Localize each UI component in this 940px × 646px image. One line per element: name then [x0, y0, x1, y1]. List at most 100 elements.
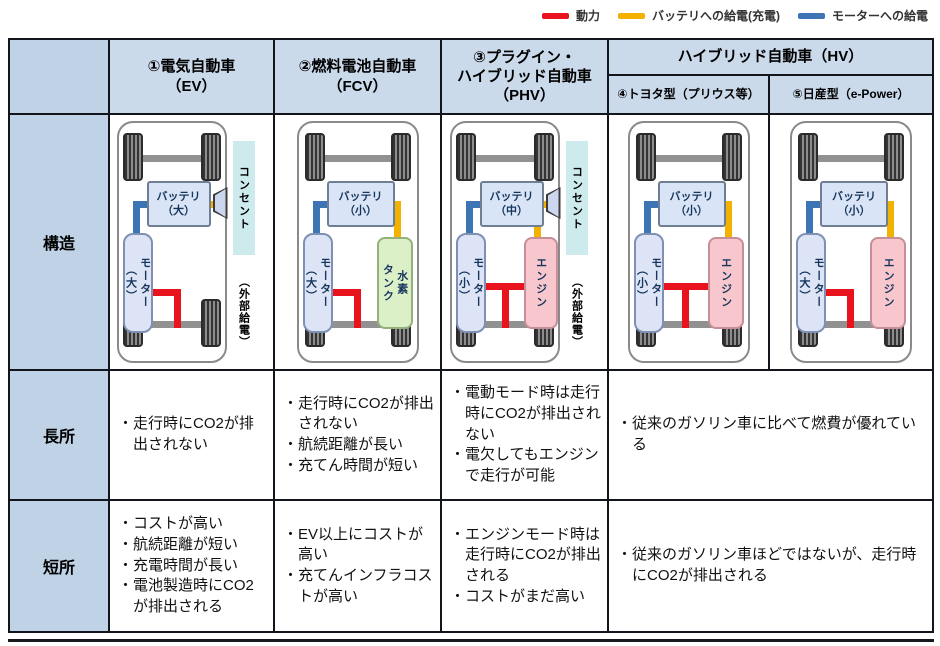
supply-line-blue — [132, 201, 140, 237]
supply-line-blue — [643, 201, 660, 208]
cons-cell-ev: ・コストが高い・航続距離が短い・充電時間が長い・電池製造時にCO2が排出される — [110, 501, 275, 631]
power-line-red — [501, 283, 509, 328]
outlet-plug-icon — [545, 187, 561, 219]
charge-line-yellow — [887, 201, 894, 239]
engine-box: エンジン — [707, 237, 744, 329]
bullet-item: ・従来のガソリン車に比べて燃費が優れている — [617, 415, 916, 453]
slide-footer-rule — [8, 639, 934, 642]
bullet-item: ・航続距離が長い — [283, 436, 404, 453]
supply-line-blue — [312, 201, 329, 208]
legend-swatch-icon — [617, 12, 645, 19]
front-axle — [132, 155, 211, 162]
legend-swatch-icon — [541, 12, 569, 19]
vehicle-diagram: バッテリ （小）モーター （小）エンジン — [610, 117, 768, 367]
battery-box: バッテリ （大） — [146, 181, 211, 227]
rear-axle — [132, 321, 211, 328]
bullet-item: ・充電時間が長い — [118, 556, 239, 574]
cons-cell-phv: ・エンジンモード時は走行時にCO2が排出される・コストがまだ高い — [442, 501, 609, 631]
tire-icon — [122, 133, 143, 181]
power-line-red — [847, 289, 854, 328]
supply-line-blue — [312, 201, 320, 237]
legend-item: バッテリへの給電(充電) — [617, 7, 780, 24]
cons-cell-fcv: ・EV以上にコストが高い・充てんインフラコストが高い — [275, 501, 442, 631]
pros-cell-hv: ・従来のガソリン車に比べて燃費が優れている — [609, 371, 932, 501]
power-line-red — [826, 289, 854, 296]
col-header-phv: ③プラグイン・ ハイブリッド自動車 （PHV） — [442, 40, 609, 115]
supply-line-blue — [643, 201, 651, 237]
charge-line-yellow — [393, 201, 401, 239]
front-axle — [808, 155, 894, 162]
structure-cell-fcv: バッテリ （小） モーター （大） 水素 タンク — [275, 115, 442, 371]
row-header-structure: 構造 — [10, 115, 110, 371]
external-supply-label: （外部給電） — [237, 276, 250, 348]
battery-box: バッテリ （小） — [820, 181, 888, 227]
pros-cell-phv: ・電動モード時は走行時にCO2が排出されない・電欠してもエンジンで走行が可能 — [442, 371, 609, 501]
legend-label: バッテリへの給電(充電) — [651, 9, 780, 23]
structure-cell-toyota: バッテリ （小）モーター （小）エンジン — [609, 115, 770, 371]
motor-box: モーター （大） — [796, 233, 826, 333]
col-header-hv: ハイブリッド自動車（HV） — [609, 40, 932, 76]
pros-cell-fcv: ・走行時にCO2が排出されない・航続距離が長い・充てん時間が短い — [275, 371, 442, 501]
front-axle — [645, 155, 732, 162]
cons-cell-hv: ・従来のガソリン車ほどではないが、走行時にCO2が排出される — [609, 501, 932, 631]
structure-cell-nissan: バッテリ （小） モーター （大） エンジン — [770, 115, 932, 371]
bullet-item: ・電動モード時は走行時にCO2が排出されない — [450, 384, 601, 443]
bullet-item: ・コストがまだ高い — [450, 587, 586, 605]
battery-box: バッテリ （中） — [479, 181, 544, 227]
tire-icon — [200, 133, 221, 181]
engine-box: エンジン — [523, 237, 558, 329]
legend-item: モーターへの給電 — [797, 7, 928, 24]
power-line-red — [173, 289, 181, 328]
vehicle-diagram: バッテリ （小） モーター （大） 水素 タンク — [279, 117, 437, 367]
col-header-ev: ①電気自動車 （EV） — [110, 40, 275, 115]
charge-line-yellow — [724, 201, 732, 239]
hydrogen-tank-box: 水素 タンク — [376, 237, 413, 329]
comparison-table: ①電気自動車 （EV） ②燃料電池自動車 （FCV） ③プラグイン・ ハイブリッ… — [8, 38, 934, 633]
motor-box: モーター （大） — [122, 233, 153, 333]
bullet-item: ・航続距離が短い — [118, 535, 239, 553]
bullet-item: ・電欠してもエンジンで走行が可能 — [450, 446, 599, 485]
bullet-item: ・充てん時間が短い — [283, 456, 419, 474]
rear-axle — [645, 321, 732, 328]
engine-box: エンジン — [870, 237, 906, 329]
legend: 動力 バッテリへの給電(充電) モーターへの給電 — [541, 7, 928, 24]
structure-cell-ev: バッテリ （大）モーター （大）コンセント（外部給電） — [110, 115, 275, 371]
bullet-item: ・走行時にCO2が排出されない — [283, 394, 434, 433]
power-line-red — [353, 289, 361, 328]
bullet-item: ・走行時にCO2が排出されない — [118, 415, 254, 453]
vehicle-diagram: バッテリ （大）モーター （大）コンセント（外部給電） — [113, 117, 271, 367]
legend-label: 動力 — [575, 9, 600, 23]
vehicle-diagram: バッテリ （小） モーター （大） エンジン — [772, 117, 930, 367]
tire-icon — [635, 133, 656, 181]
power-line-red — [152, 289, 181, 296]
supply-line-blue — [806, 201, 822, 208]
legend-item: 動力 — [541, 7, 600, 24]
bullet-item: ・エンジンモード時は走行時にCO2が排出される — [450, 525, 601, 584]
power-line-red — [332, 289, 361, 296]
row-header-cons: 短所 — [10, 501, 110, 631]
row-header-pros: 長所 — [10, 371, 110, 501]
outlet-plug-inner — [214, 189, 226, 217]
battery-box: バッテリ （小） — [326, 181, 395, 227]
tire-icon — [533, 133, 554, 181]
power-line-red — [681, 283, 689, 328]
supply-line-blue — [132, 201, 149, 208]
charge-line-yellow — [533, 221, 541, 239]
pros-cell-ev: ・走行時にCO2が排出されない — [110, 371, 275, 501]
motor-box: モーター （小） — [633, 233, 664, 333]
tire-icon — [304, 133, 325, 181]
bullet-item: ・EV以上にコストが高い — [283, 525, 424, 564]
legend-label: モーターへの給電 — [831, 9, 928, 23]
external-supply-label: （外部給電） — [570, 276, 583, 348]
motor-box: モーター （大） — [302, 233, 333, 333]
outlet-label: コンセント — [565, 141, 588, 255]
tire-icon — [884, 133, 904, 181]
charge-line-yellow — [539, 201, 550, 208]
charge-line-yellow — [206, 201, 217, 208]
front-axle — [465, 155, 544, 162]
outlet-plug-icon — [212, 187, 228, 219]
outlet-plug-inner — [547, 189, 559, 217]
tire-icon — [455, 133, 476, 181]
structure-cell-phv: バッテリ （中）モーター （小）エンジンコンセント（外部給電） — [442, 115, 609, 371]
